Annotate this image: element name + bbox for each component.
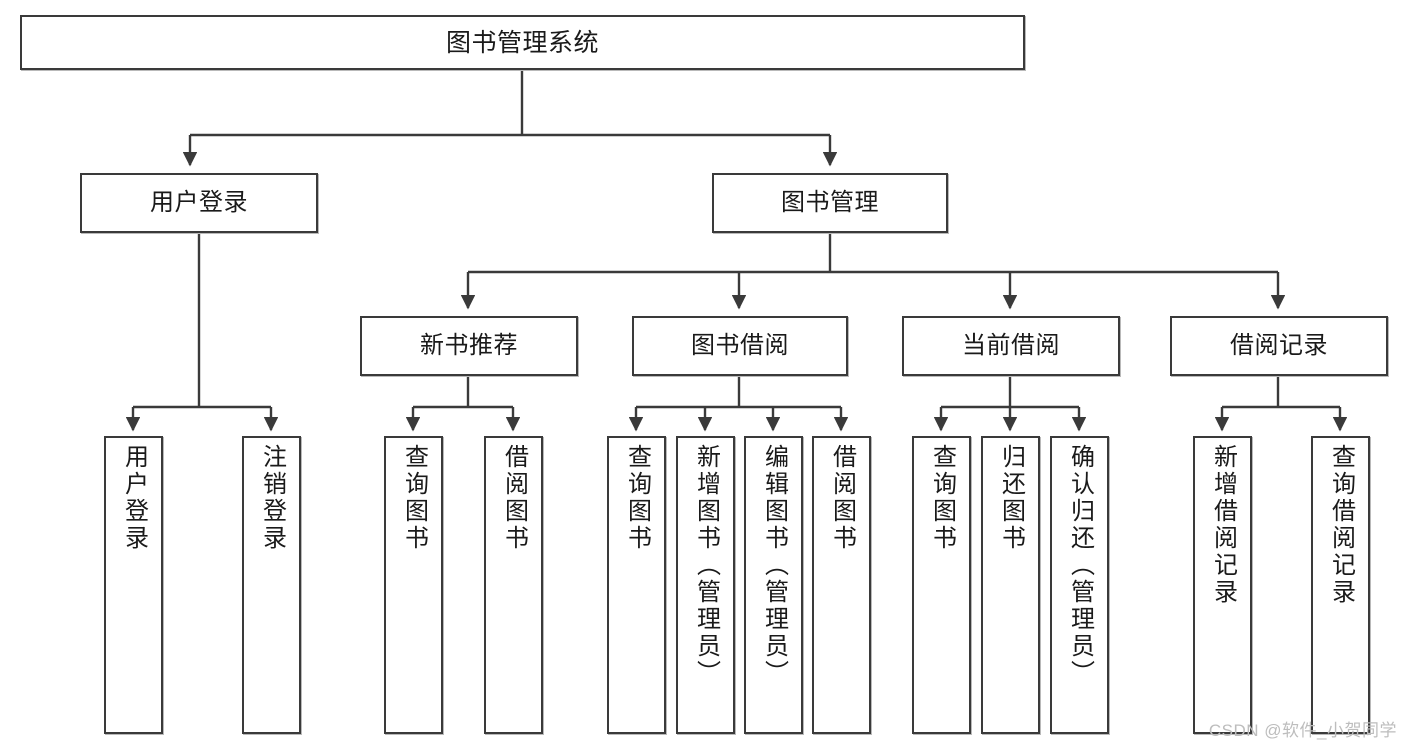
leaf-user-logout[interactable]: 注销登录 <box>242 436 301 734</box>
node-user-login[interactable]: 用户登录 <box>80 173 318 233</box>
node-label: 查询图书 <box>623 444 651 552</box>
leaf-borrow-book-recommendation[interactable]: 借阅图书 <box>484 436 543 734</box>
leaf-add-book-admin[interactable]: 新增图书（管理员） <box>676 436 735 734</box>
node-label: 查询图书 <box>928 444 956 552</box>
leaf-borrow-book[interactable]: 借阅图书 <box>812 436 871 734</box>
node-label: 确认归还（管理员） <box>1066 444 1094 687</box>
node-book-borrowing[interactable]: 图书借阅 <box>632 316 848 376</box>
node-label: 图书管理 <box>781 188 879 216</box>
leaf-add-borrowing-record[interactable]: 新增借阅记录 <box>1193 436 1252 734</box>
node-label: 图书借阅 <box>691 331 789 359</box>
node-label: 借阅图书 <box>828 444 856 552</box>
node-label: 编辑图书（管理员） <box>760 444 788 687</box>
node-label: 新书推荐 <box>420 331 518 359</box>
node-label: 查询图书 <box>400 444 428 552</box>
leaf-confirm-return-admin[interactable]: 确认归还（管理员） <box>1050 436 1109 734</box>
leaf-query-book-borrowing[interactable]: 查询图书 <box>607 436 666 734</box>
node-label: 归还图书 <box>997 444 1025 552</box>
node-label: 借阅记录 <box>1230 331 1328 359</box>
node-book-management[interactable]: 图书管理 <box>712 173 948 233</box>
node-label: 用户登录 <box>150 188 248 216</box>
leaf-user-login[interactable]: 用户登录 <box>104 436 163 734</box>
leaf-edit-book-admin[interactable]: 编辑图书（管理员） <box>744 436 803 734</box>
watermark-text: CSDN @软件_小贺同学 <box>1208 721 1397 740</box>
node-label: 图书管理系统 <box>445 28 599 57</box>
node-label: 注销登录 <box>258 444 286 552</box>
node-new-book-recommendation[interactable]: 新书推荐 <box>360 316 578 376</box>
node-current-borrowing[interactable]: 当前借阅 <box>902 316 1120 376</box>
leaf-return-book[interactable]: 归还图书 <box>981 436 1040 734</box>
node-label: 借阅图书 <box>500 444 528 552</box>
leaf-query-borrowing-record[interactable]: 查询借阅记录 <box>1311 436 1370 734</box>
node-borrowing-record[interactable]: 借阅记录 <box>1170 316 1388 376</box>
node-root-book-management-system[interactable]: 图书管理系统 <box>20 15 1025 70</box>
node-label: 新增图书（管理员） <box>692 444 720 687</box>
node-label: 新增借阅记录 <box>1209 444 1237 606</box>
node-label: 当前借阅 <box>962 331 1060 359</box>
leaf-query-book-recommendation[interactable]: 查询图书 <box>384 436 443 734</box>
node-label: 用户登录 <box>120 444 148 552</box>
leaf-query-book-current[interactable]: 查询图书 <box>912 436 971 734</box>
node-label: 查询借阅记录 <box>1327 444 1355 606</box>
